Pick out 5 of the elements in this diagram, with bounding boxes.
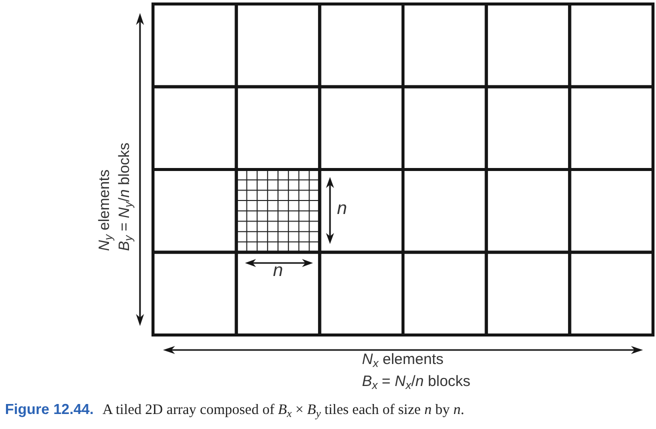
figure-caption: Figure 12.44. A tiled 2D array composed of B$_{x}$ × B$_{y}$ tiles each of size n by n.: [5, 401, 464, 420]
dimension-label: n: [273, 259, 284, 281]
dimension-label: n: [337, 197, 348, 219]
dimension-label: N$_{x}$ elements: [362, 350, 444, 371]
dimension-label: B$_{x}$ = N$_{x}$/n blocks: [362, 372, 470, 393]
